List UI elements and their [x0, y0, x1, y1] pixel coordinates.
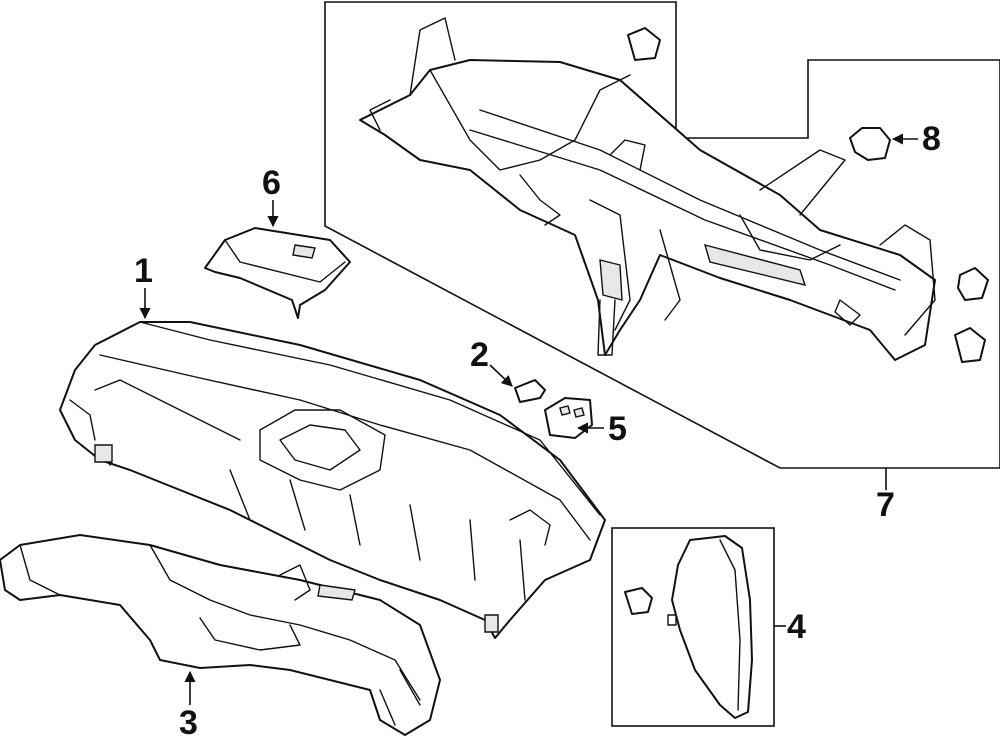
steering-support-beam: [359, 17, 936, 361]
glove-box-part-4: [624, 535, 753, 719]
beam-assembly-outline-box: [324, 1, 1000, 469]
callout-7: 7: [876, 486, 895, 524]
beam-clips: [627, 27, 989, 363]
callout-3: 3: [179, 704, 198, 742]
callout-4: 4: [787, 608, 806, 646]
switch-part-5: [544, 397, 593, 439]
callout-1: 1: [134, 252, 153, 290]
callout-2: 2: [470, 336, 489, 374]
callout-6: 6: [262, 164, 281, 202]
glove-box-outline-box: [611, 527, 775, 727]
leader-2: [489, 364, 513, 387]
upper-cover-part-6: [204, 227, 351, 319]
lower-duct-part-3: [0, 534, 441, 736]
clip-part-8: [849, 127, 891, 161]
instrument-panel-part-1: [59, 321, 606, 639]
callout-8: 8: [922, 120, 941, 158]
socket-part-2: [514, 379, 546, 403]
callout-5: 5: [608, 410, 627, 448]
